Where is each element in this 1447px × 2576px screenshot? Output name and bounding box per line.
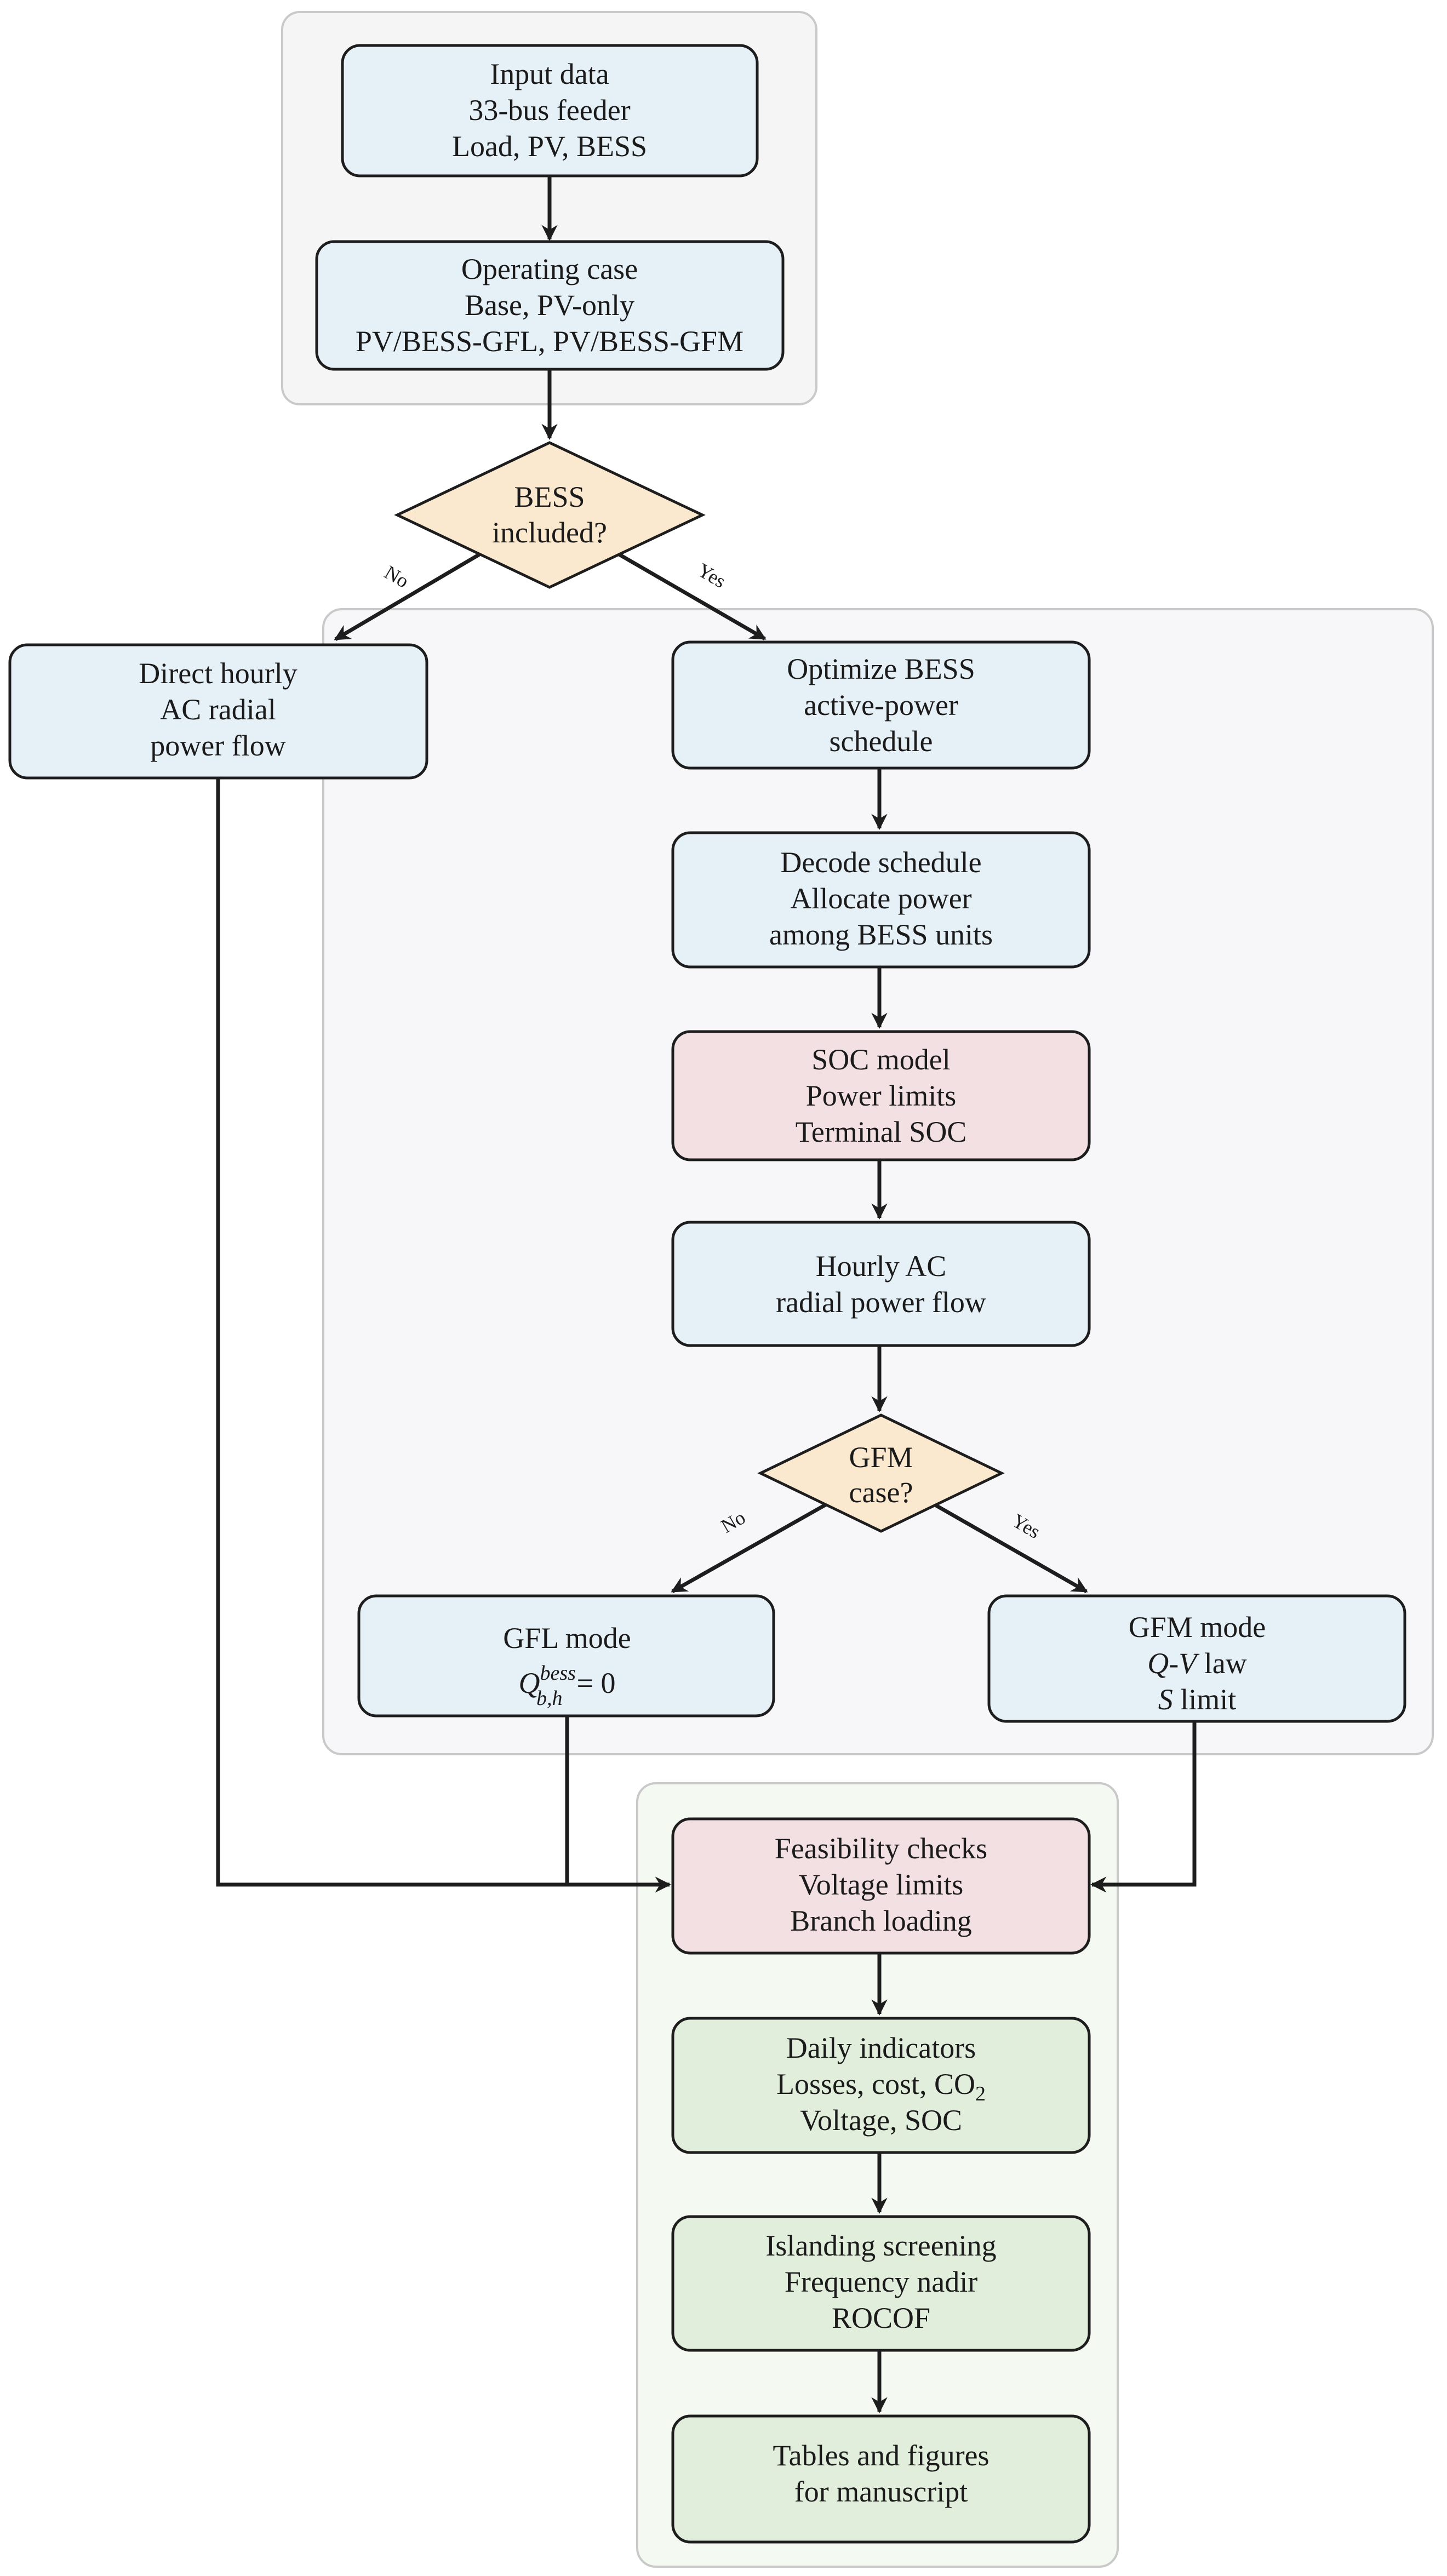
feasibility-checks-line-2: Voltage limits	[799, 1868, 964, 1901]
soc-model-line-2: Power limits	[806, 1079, 957, 1112]
direct-power-flow-line-3: power flow	[150, 729, 285, 762]
soc-model-line-3: Terminal SOC	[796, 1115, 967, 1148]
node-hourly-power-flow: Hourly AC radial power flow	[671, 1221, 1091, 1347]
gfm-mode-qv-law: Q-V law	[1147, 1647, 1246, 1680]
node-soc-model: SOC model Power limits Terminal SOC	[671, 1030, 1091, 1161]
feasibility-checks-line-1: Feasibility checks	[775, 1832, 987, 1865]
node-gfm-mode: GFM mode Q-V law S limit	[987, 1594, 1406, 1723]
input-data-line-1: Input data	[490, 58, 609, 90]
optimize-bess-line-3: schedule	[830, 725, 933, 758]
edges	[216, 176, 1197, 2413]
node-input-data: Input data 33-bus feeder Load, PV, BESS	[341, 44, 759, 178]
node-tables-figures: Tables and figures for manuscript	[671, 2414, 1091, 2544]
operating-case-line-1: Operating case	[461, 253, 638, 285]
input-data-line-2: 33-bus feeder	[468, 94, 630, 127]
gfm-mode-s-limit: S limit	[1158, 1683, 1237, 1716]
edge-gfm-decision-to-gfl	[671, 1502, 827, 1594]
node-islanding-screening: Islanding screening Frequency nadir ROCO…	[671, 2215, 1091, 2352]
decode-schedule-line-2: Allocate power	[790, 882, 971, 915]
node-daily-indicators: Daily indicators Losses, cost, CO2 Volta…	[671, 2017, 1091, 2154]
islanding-screening-line-3: ROCOF	[832, 2302, 930, 2334]
decode-schedule-line-1: Decode schedule	[780, 846, 981, 879]
edge-label-bess-yes: Yes	[694, 559, 729, 592]
hourly-power-flow-line-2: radial power flow	[776, 1286, 986, 1319]
bess-included-line-1: BESS	[514, 480, 585, 513]
decode-schedule-line-3: among BESS units	[769, 918, 993, 951]
direct-power-flow-line-1: Direct hourly	[139, 657, 297, 690]
edge-label-bess-no: No	[381, 561, 413, 592]
edge-decision-to-direct	[334, 552, 481, 642]
node-operating-case: Operating case Base, PV-only PV/BESS-GFL…	[315, 240, 785, 371]
node-optimize-bess: Optimize BESS active-power schedule	[671, 640, 1091, 770]
gfm-case-line-2: case?	[849, 1476, 913, 1509]
input-data-line-3: Load, PV, BESS	[452, 130, 647, 163]
daily-indicators-line-3: Voltage, SOC	[800, 2104, 962, 2137]
edge-direct-to-feasibility	[216, 778, 671, 1893]
edge-gfm-to-feasibility	[1090, 1721, 1197, 1893]
daily-indicators-line-1: Daily indicators	[786, 2031, 976, 2064]
hourly-power-flow-line-1: Hourly AC	[816, 1250, 947, 1283]
operating-case-line-3: PV/BESS-GFL, PV/BESS-GFM	[356, 325, 743, 358]
edge-decision-to-optimize	[618, 552, 767, 641]
decision-bess-included: BESS included?	[394, 441, 706, 589]
feasibility-checks-line-3: Branch loading	[790, 1904, 971, 1937]
edge-gfm-decision-to-gfm	[933, 1502, 1088, 1594]
tables-figures-line-2: for manuscript	[794, 2475, 968, 2508]
node-direct-power-flow: Direct hourly AC radial power flow	[8, 643, 428, 780]
decision-gfm-case: GFM case?	[757, 1413, 1005, 1533]
islanding-screening-line-1: Islanding screening	[765, 2229, 996, 2262]
tables-figures-line-1: Tables and figures	[773, 2439, 989, 2472]
node-decode-schedule: Decode schedule Allocate power among BES…	[671, 831, 1091, 969]
gfl-mode-title: GFL mode	[503, 1622, 631, 1655]
direct-power-flow-line-2: AC radial	[160, 693, 276, 726]
gfm-mode-title: GFM mode	[1129, 1611, 1266, 1644]
operating-case-line-2: Base, PV-only	[465, 289, 634, 322]
daily-indicators-line-2: Losses, cost, CO2	[776, 2068, 986, 2105]
node-feasibility-checks: Feasibility checks Voltage limits Branch…	[671, 1817, 1091, 1955]
islanding-screening-line-2: Frequency nadir	[785, 2265, 977, 2298]
bess-included-line-2: included?	[492, 516, 607, 549]
soc-model-line-1: SOC model	[811, 1043, 951, 1076]
optimize-bess-line-1: Optimize BESS	[787, 652, 975, 685]
optimize-bess-line-2: active-power	[804, 689, 958, 722]
gfm-case-line-1: GFM	[849, 1441, 913, 1474]
